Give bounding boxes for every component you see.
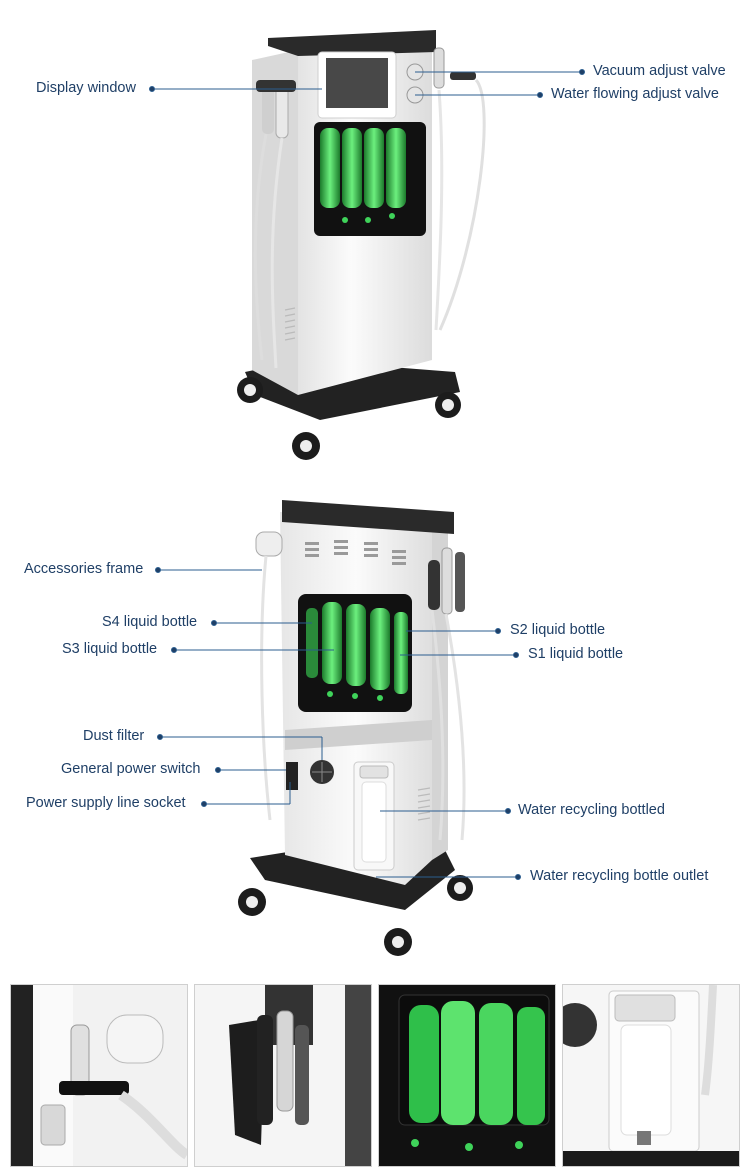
label-water-flowing-adjust-valve: Water flowing adjust valve bbox=[551, 86, 719, 102]
label-accessories-frame: Accessories frame bbox=[24, 561, 144, 577]
label-s2-liquid-bottle: S2 liquid bottle bbox=[510, 622, 606, 638]
detail-photo-bottles bbox=[378, 984, 556, 1167]
detail-photo-handpieces bbox=[10, 984, 188, 1167]
detail-photo-holder bbox=[194, 984, 372, 1167]
detail-photo-recycling-bottle bbox=[562, 984, 740, 1167]
label-s4-liquid-bottle: S4 liquid bottle bbox=[102, 614, 198, 630]
general-power-switch bbox=[286, 762, 298, 790]
label-water-recycling-bottled: Water recycling bottled bbox=[518, 802, 665, 818]
label-s1-liquid-bottle: S1 liquid bottle bbox=[528, 646, 624, 662]
label-vacuum-adjust-valve: Vacuum adjust valve bbox=[593, 63, 726, 79]
machine-back-illustration bbox=[238, 500, 473, 956]
label-display-window: Display window bbox=[36, 80, 136, 96]
label-general-power-switch: General power switch bbox=[61, 761, 201, 777]
label-water-recycling-bottle-outlet: Water recycling bottle outlet bbox=[530, 868, 709, 884]
label-s3-liquid-bottle: S3 liquid bottle bbox=[62, 641, 158, 657]
label-power-supply-line-socket: Power supply line socket bbox=[26, 795, 186, 811]
machine-front-illustration bbox=[237, 30, 486, 460]
label-dust-filter: Dust filter bbox=[83, 728, 145, 744]
